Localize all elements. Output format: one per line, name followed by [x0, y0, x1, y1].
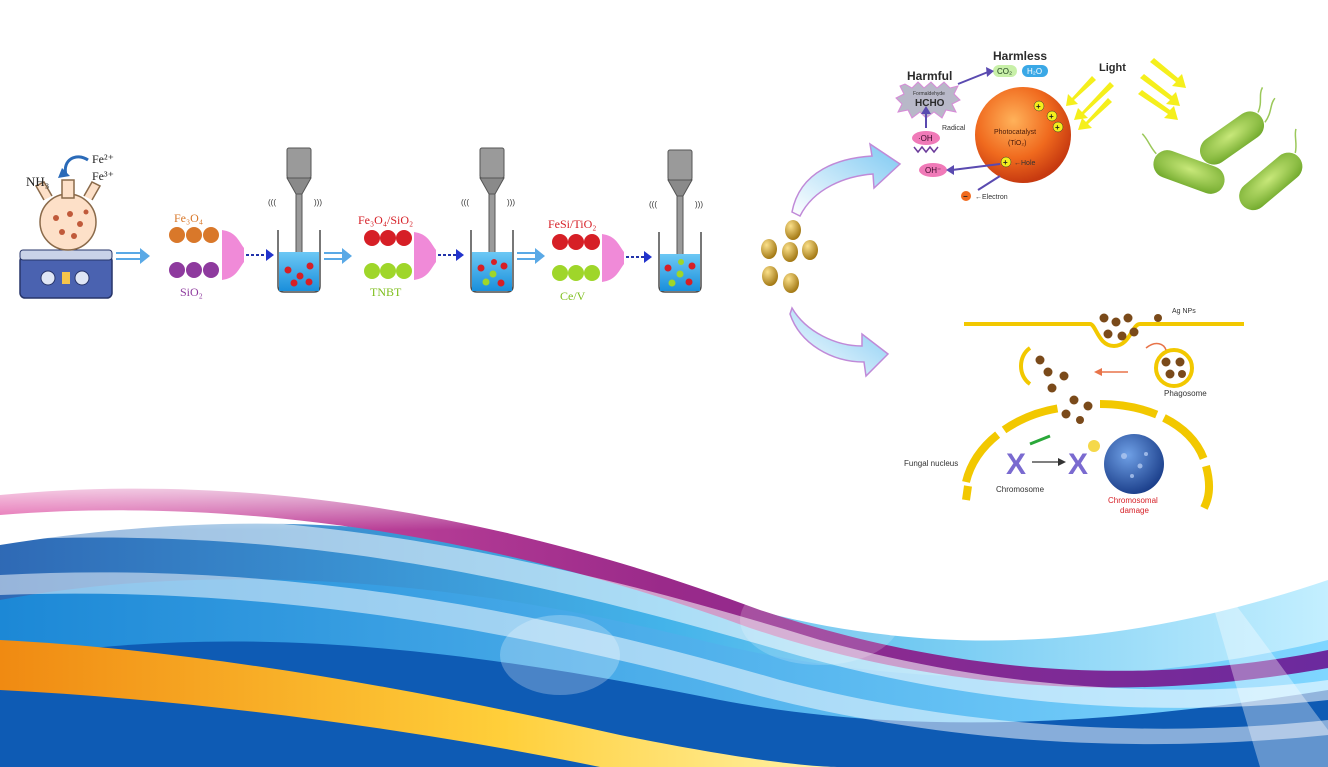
flow-arrow-1 — [116, 248, 150, 264]
bacteria-cells — [1141, 87, 1303, 211]
fe3o4-label: Fe₃O₄ — [174, 211, 203, 225]
ultrasound-right-3: ))) — [695, 200, 703, 209]
ultrasound-left-1: ((( — [268, 198, 276, 207]
iron-ion-label-2: Fe³⁺ — [92, 169, 114, 183]
fe3o4-particles — [169, 227, 219, 243]
ce-v-label: Ce/V — [560, 289, 586, 303]
synthesis-pathway: NH₃ Fe²⁺ Fe³⁺ Fe₃O₄ SiO₂ — [19, 142, 902, 378]
chromosome-glyph: X — [1006, 448, 1026, 481]
ultrasound-right-2: ))) — [507, 198, 515, 207]
photocatalysis-panel: Harmful Formaldehyde HCHO Harmless CO₂ H… — [895, 49, 1303, 211]
chromosomal-damage-label: Chromosomal — [1108, 496, 1158, 505]
oh-radical-label: ·OH — [918, 134, 933, 143]
branch-arrow-down — [789, 306, 890, 378]
ultrasound-left-2: ((( — [461, 198, 469, 207]
formaldehyde-formula: HCHO — [915, 98, 945, 109]
damage-pointer — [1029, 434, 1051, 446]
harmless-label: Harmless — [993, 49, 1047, 63]
antifungal-panel: Ag NPs Phagosome Fungal nucleus X Chromo… — [904, 308, 1244, 515]
fesi-tio2-particles — [552, 234, 600, 250]
endocytic-vesicle — [1019, 346, 1032, 386]
final-nanoparticles — [761, 220, 818, 293]
iron-ion-label-1: Fe²⁺ — [92, 152, 114, 166]
h2o-badge — [1022, 65, 1048, 77]
background-waves — [0, 470, 1328, 767]
mixing-funnel-3 — [602, 234, 624, 282]
light-label: Light — [1099, 62, 1126, 74]
chromosome-label: Chromosome — [996, 485, 1045, 494]
damage-burst — [1088, 440, 1100, 452]
ce-v-particles — [552, 265, 600, 281]
ultrasound-right-1: ))) — [314, 198, 322, 207]
oh-minus-label: OH⁻ — [925, 166, 941, 175]
chromosomal-damage-label-2: damage — [1120, 506, 1149, 515]
nuclear-envelope — [962, 400, 1214, 510]
oh-radical-badge — [912, 131, 940, 145]
branch-arrow-up — [791, 142, 902, 218]
ammonia-label: NH₃ — [26, 174, 49, 189]
co2-label: CO₂ — [997, 67, 1012, 76]
tnbt-label: TNBT — [370, 285, 402, 299]
fungal-nucleus-label: Fungal nucleus — [904, 459, 958, 468]
phagosome-label: Phagosome — [1164, 389, 1207, 398]
formaldehyde-name: Formaldehyde — [913, 91, 945, 97]
dashed-arrow-2 — [438, 249, 464, 261]
electron-minus: − — [963, 192, 968, 201]
ultrasonic-beaker-2 — [470, 147, 514, 293]
ultrasonic-beaker-3 — [658, 149, 702, 293]
fesi-tio2-label: FeSi/TiO₂ — [548, 217, 596, 231]
harmful-burst — [895, 81, 961, 119]
light-rays — [1066, 58, 1186, 130]
ultrasound-left-3: ((( — [649, 200, 657, 209]
fe3o4-sio2-label: Fe₃O₄/SiO₂ — [358, 213, 413, 227]
round-bottom-flask — [34, 155, 102, 251]
phagosome — [1154, 348, 1194, 388]
electron-marker — [961, 191, 971, 201]
photocatalyst-label: Photocatalyst — [994, 129, 1036, 136]
cell-membrane — [964, 322, 1244, 349]
sio2-label: SiO₂ — [180, 285, 203, 299]
ag-nanoparticles — [1035, 313, 1162, 424]
h2o-label: H₂O — [1027, 67, 1042, 76]
co2-badge — [993, 65, 1017, 77]
hole-plus-3: + — [1055, 123, 1060, 132]
fe3o4-sio2-particles — [364, 230, 412, 246]
photocatalyst-formula: (TiO₂) — [1008, 140, 1026, 147]
photocatalyst-sphere — [975, 87, 1071, 183]
damaged-chromosome-glyph: X — [1068, 448, 1088, 481]
sio2-particles — [169, 262, 219, 278]
ultrasonic-beaker-1 — [277, 147, 321, 293]
electron-label: ←Electron — [975, 194, 1008, 201]
hole-markers — [1000, 100, 1064, 168]
oh-minus-badge — [919, 163, 947, 177]
hole-plus-2: + — [1049, 112, 1054, 121]
harmful-label: Harmful — [907, 69, 952, 83]
dashed-arrow-1 — [246, 249, 274, 261]
flow-arrow-2 — [324, 248, 352, 264]
mixing-funnel-1 — [222, 230, 244, 280]
hotplate-stirrer — [19, 249, 113, 299]
dashed-arrow-3 — [626, 251, 652, 263]
ag-nps-label: Ag NPs — [1172, 308, 1196, 315]
hole-plus-4: + — [1003, 158, 1008, 167]
flow-arrow-3 — [517, 248, 545, 264]
tnbt-particles — [364, 263, 412, 279]
mixing-funnel-2 — [414, 232, 436, 280]
radical-label: Radical — [942, 125, 966, 132]
hole-label: ←Hole — [1014, 160, 1036, 167]
hole-plus-1: + — [1036, 102, 1041, 111]
damaged-nucleus — [1104, 434, 1164, 494]
